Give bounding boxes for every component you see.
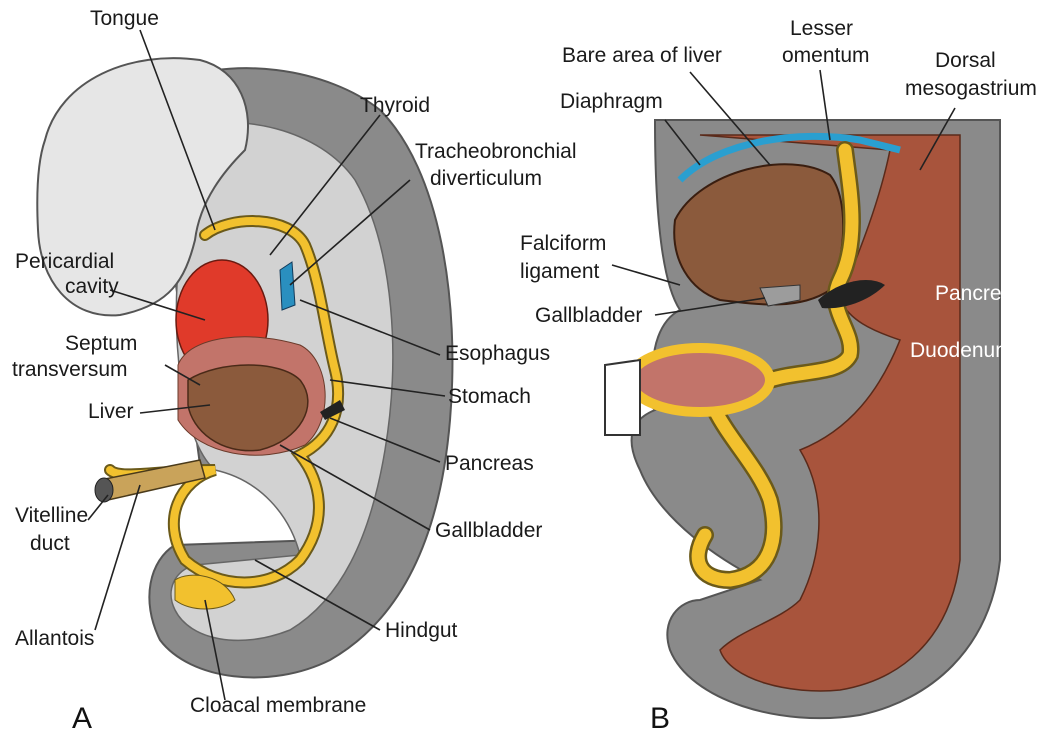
label-gallbladder-b: Gallbladder [535, 304, 642, 327]
label-hindgut: Hindgut [385, 619, 458, 642]
leader-allantois [95, 485, 140, 630]
gut-loop-b [630, 348, 770, 412]
label-gallbladder: Gallbladder [435, 519, 542, 542]
label-bare-area: Bare area of liver [562, 44, 722, 67]
label-liver: Liver [88, 400, 134, 423]
label-dorsal-1: Dorsal [935, 49, 996, 72]
label-pericardial-1: Pericardial [15, 250, 114, 273]
label-tracheo-1: Tracheobronchial [415, 140, 576, 163]
label-pancreas-b: Pancreas [935, 282, 1024, 305]
label-thyroid: Thyroid [360, 94, 430, 117]
label-cloacal: Cloacal membrane [190, 694, 366, 717]
label-dorsal-2: mesogastrium [905, 77, 1037, 100]
label-tongue: Tongue [90, 7, 159, 30]
label-duodenum-b: Duodenum [910, 339, 1013, 362]
label-falciform-1: Falciform [520, 232, 606, 255]
label-stomach: Stomach [448, 385, 531, 408]
label-tracheo-2: diverticulum [430, 167, 542, 190]
panel-b [605, 120, 1000, 718]
label-diaphragm: Diaphragm [560, 90, 663, 113]
panel-a-letter: A [72, 702, 92, 735]
label-lesser-1: Lesser [790, 17, 853, 40]
label-falciform-2: ligament [520, 260, 600, 283]
label-septum-2: transversum [12, 358, 128, 381]
panel-b-letter: B [650, 702, 670, 735]
label-allantois: Allantois [15, 627, 94, 650]
label-vitelline-1: Vitelline [15, 504, 88, 527]
tracheobronchial-a [280, 262, 295, 310]
label-esophagus: Esophagus [445, 342, 550, 365]
vitelline-end-a [95, 478, 113, 502]
label-pancreas: Pancreas [445, 452, 534, 475]
label-vitelline-2: duct [30, 532, 70, 555]
label-lesser-2: omentum [782, 44, 870, 67]
label-septum-1: Septum [65, 332, 137, 355]
label-pericardial-2: cavity [65, 275, 119, 298]
vitelline-stump-b [605, 360, 640, 435]
